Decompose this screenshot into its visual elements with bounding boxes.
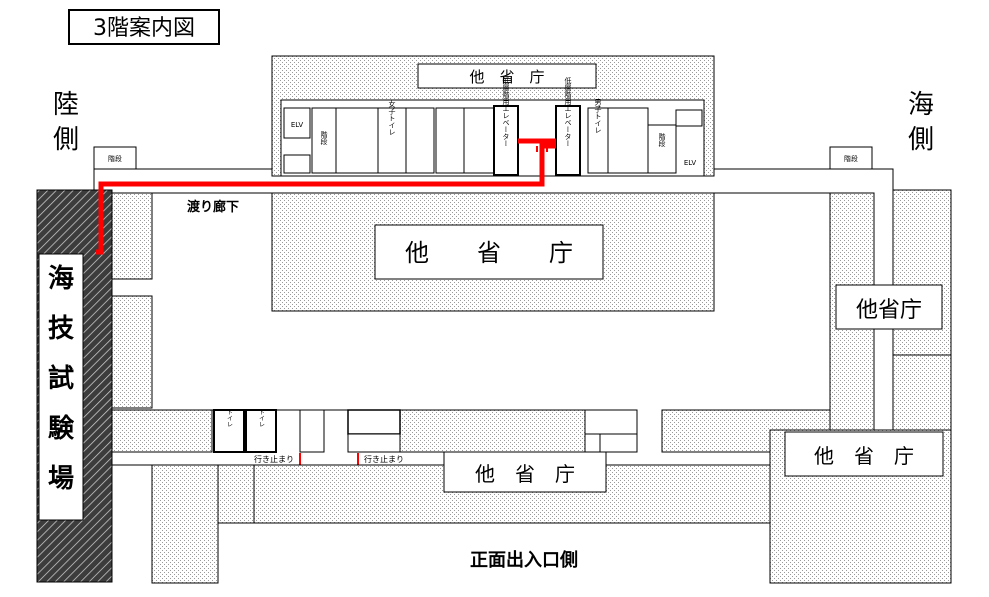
- small-toilet-b-label: トイレ: [258, 409, 265, 427]
- elv-right-box: [675, 109, 703, 127]
- elevator-right-box: [555, 105, 581, 176]
- elv-left-box-2: [283, 154, 311, 174]
- annex-char-5: 場: [48, 464, 74, 494]
- center-block-label: 他 省 庁: [405, 239, 573, 267]
- room-d: [463, 107, 495, 174]
- room-e: [607, 107, 649, 174]
- annex-label: 海 技 試 験 場: [48, 264, 75, 494]
- annex-char-1: 海: [48, 264, 74, 294]
- room-c: [435, 107, 465, 174]
- front-entrance-label: 正面出入口側: [470, 549, 578, 571]
- room-j: [599, 433, 638, 453]
- womens-toilet-label: 女子トイレ: [388, 100, 396, 136]
- top-block-box: [417, 63, 597, 89]
- small-toilet-a-label: トイレ: [226, 409, 233, 427]
- lower-right-block-label: 他 省 庁: [814, 444, 914, 468]
- lower-right-block-box: [784, 431, 944, 477]
- stairs-inner-right-label: 階段: [658, 132, 666, 148]
- bottom-left-wing: [151, 464, 219, 584]
- left-wing-mid: [111, 295, 153, 409]
- annex-label-box: [38, 253, 84, 521]
- land-side-label-1: 陸: [53, 90, 79, 120]
- route-path: [96, 143, 556, 255]
- annex-char-4: 験: [48, 414, 75, 444]
- toilet-block-a: [213, 409, 245, 453]
- bottom-strip-inner: [217, 464, 255, 524]
- elv-left-box: [283, 107, 311, 139]
- stairs-right-label: 階段: [844, 154, 858, 163]
- bottom-block-label: 他 省 庁: [475, 462, 575, 486]
- mens-toilet-label: 男子トイレ: [594, 99, 602, 134]
- sea-side-label-1: 海: [908, 90, 934, 120]
- room-f: [299, 409, 325, 453]
- elv-right-label: ELV: [684, 159, 697, 167]
- left-wing-top: [111, 192, 153, 280]
- right-block-label: 他省庁: [856, 298, 922, 323]
- womens-toilet-box: [377, 107, 407, 174]
- bottom-strip-mid: [399, 409, 586, 453]
- room-a: [335, 107, 379, 174]
- corridor-label: 渡り廊下: [187, 199, 239, 215]
- annex-char-3: 試: [48, 363, 74, 394]
- sea-side-label-2: 側: [908, 125, 934, 155]
- page-title: 3階案内図: [93, 16, 195, 41]
- stairs-inner-left-box: [311, 107, 337, 174]
- title-box: [68, 9, 220, 45]
- elevator-right-label: 低層階用エレベーター: [564, 76, 572, 147]
- toilet-block-b: [245, 409, 277, 453]
- top-block-label: 他 省 庁: [469, 68, 544, 86]
- stairs-inner-right-box: [647, 124, 677, 174]
- elevator-left-label: 低層階用エレベーター: [502, 76, 510, 147]
- stairs-left-label: 階段: [108, 154, 122, 163]
- center-block-box: [374, 224, 604, 280]
- room-b: [405, 107, 435, 174]
- room-g: [347, 409, 401, 435]
- stairs-inner-left-label: 階段: [320, 130, 328, 146]
- dead-end-left-label: 行き止まり: [254, 454, 294, 464]
- annex-char-2: 技: [48, 314, 74, 344]
- elv-left-label: ELV: [291, 121, 304, 129]
- bottom-strip-left: [111, 409, 213, 453]
- room-h: [347, 433, 401, 453]
- room-i: [584, 409, 638, 435]
- land-side-label-2: 側: [53, 125, 79, 155]
- dead-end-right-label: 行き止まり: [364, 454, 404, 464]
- bottom-block-box: [443, 451, 607, 493]
- right-block-box: [835, 284, 943, 330]
